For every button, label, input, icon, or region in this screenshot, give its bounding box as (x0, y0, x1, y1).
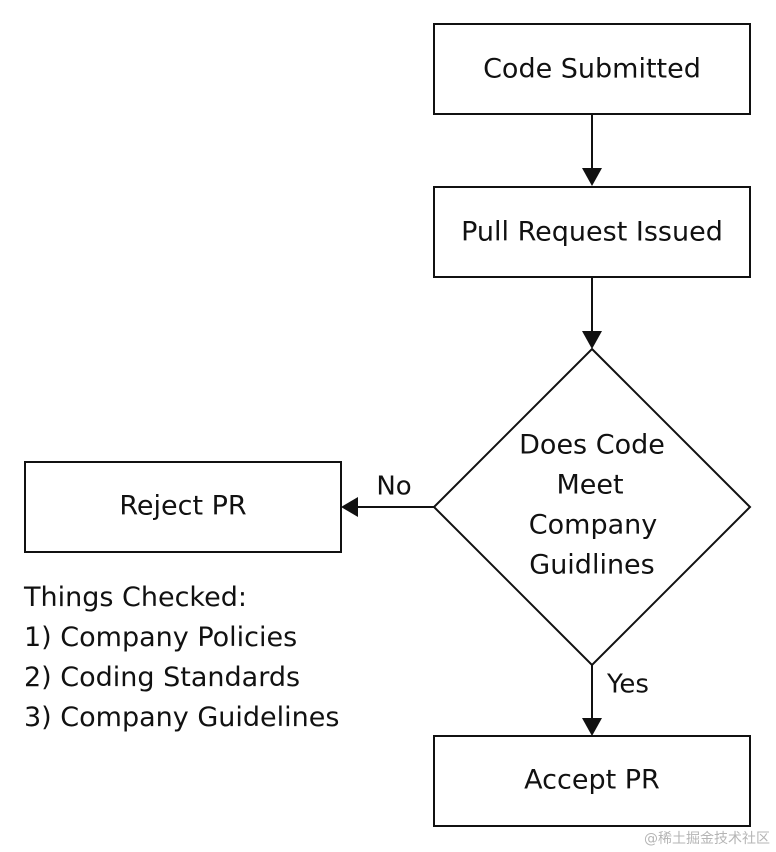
node-decision: Does Code Meet Company Guidlines (432, 347, 752, 667)
arrowhead-icon (582, 331, 602, 349)
edge-decision-to-accept: Yes (582, 665, 649, 736)
edge-decision-to-reject: No (341, 472, 434, 517)
arrowhead-icon (582, 168, 602, 186)
edge-pr-to-decision (582, 277, 602, 349)
notes-title: Things Checked: (24, 582, 247, 613)
things-checked-notes: Things Checked: 1) Company Policies 2) C… (24, 578, 339, 738)
node-reject-pr: Reject PR (24, 461, 342, 553)
node-accept-pr-label: Accept PR (524, 765, 660, 796)
edge-submitted-to-pr (582, 114, 602, 186)
edge-label-yes: Yes (606, 670, 649, 700)
decision-line-3: Company (529, 510, 657, 541)
decision-line-1: Does Code (519, 430, 665, 461)
notes-item: 1) Company Policies (24, 622, 298, 653)
arrowhead-icon (341, 497, 358, 517)
node-reject-pr-label: Reject PR (119, 491, 246, 522)
arrowhead-icon (582, 718, 602, 736)
decision-line-2: Meet (556, 470, 623, 501)
node-code-submitted: Code Submitted (433, 23, 751, 115)
watermark: @稀土掘金技术社区 (644, 831, 770, 847)
edge-label-no: No (376, 472, 411, 502)
node-accept-pr: Accept PR (433, 735, 751, 827)
decision-line-4: Guidlines (529, 550, 654, 581)
notes-item: 3) Company Guidelines (24, 702, 340, 733)
node-code-submitted-label: Code Submitted (483, 54, 701, 85)
node-pull-request-issued: Pull Request Issued (433, 186, 751, 278)
node-pull-request-issued-label: Pull Request Issued (461, 217, 723, 248)
notes-item: 2) Coding Standards (24, 662, 301, 693)
